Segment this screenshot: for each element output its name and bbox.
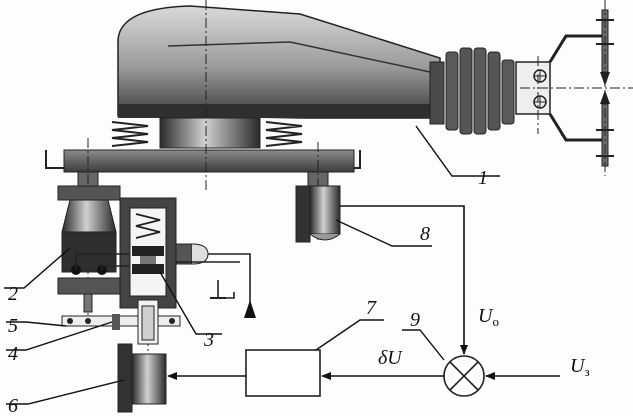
leader-lines — [4, 125, 500, 405]
setpoint-signal-sub: з — [584, 364, 589, 379]
servo-valve — [119, 197, 209, 309]
valve-stem — [112, 299, 159, 345]
base-plate — [45, 149, 361, 187]
label-5: 5 — [8, 315, 18, 337]
label-1: 1 — [478, 167, 488, 189]
bellows — [429, 47, 515, 135]
summing-junction — [443, 355, 485, 397]
label-8: 8 — [420, 223, 430, 245]
label-6: 6 — [8, 395, 18, 416]
label-2: 2 — [8, 283, 18, 305]
label-9: 9 — [410, 309, 420, 331]
label-7: 7 — [366, 297, 377, 319]
actuator-cylinder — [57, 185, 121, 313]
feedback-signal-label: Uo — [478, 305, 499, 329]
label-4: 4 — [8, 343, 18, 365]
signal-lines — [167, 205, 560, 380]
drive-motor — [117, 343, 167, 413]
welding-boom — [117, 5, 614, 167]
setpoint-signal-main: U — [570, 355, 586, 377]
setpoint-signal-label: Uз — [570, 355, 590, 379]
displacement-sensor — [295, 185, 341, 243]
controller-block — [245, 349, 321, 397]
hydraulic-lines — [75, 253, 251, 308]
feedback-signal-sub: o — [492, 314, 499, 329]
label-3: 3 — [203, 329, 214, 351]
tank-symbol — [244, 300, 256, 318]
support-springs — [111, 117, 303, 149]
feedback-lever — [61, 315, 181, 327]
error-signal-label: δU — [378, 347, 403, 369]
feedback-signal-main: U — [478, 305, 494, 327]
